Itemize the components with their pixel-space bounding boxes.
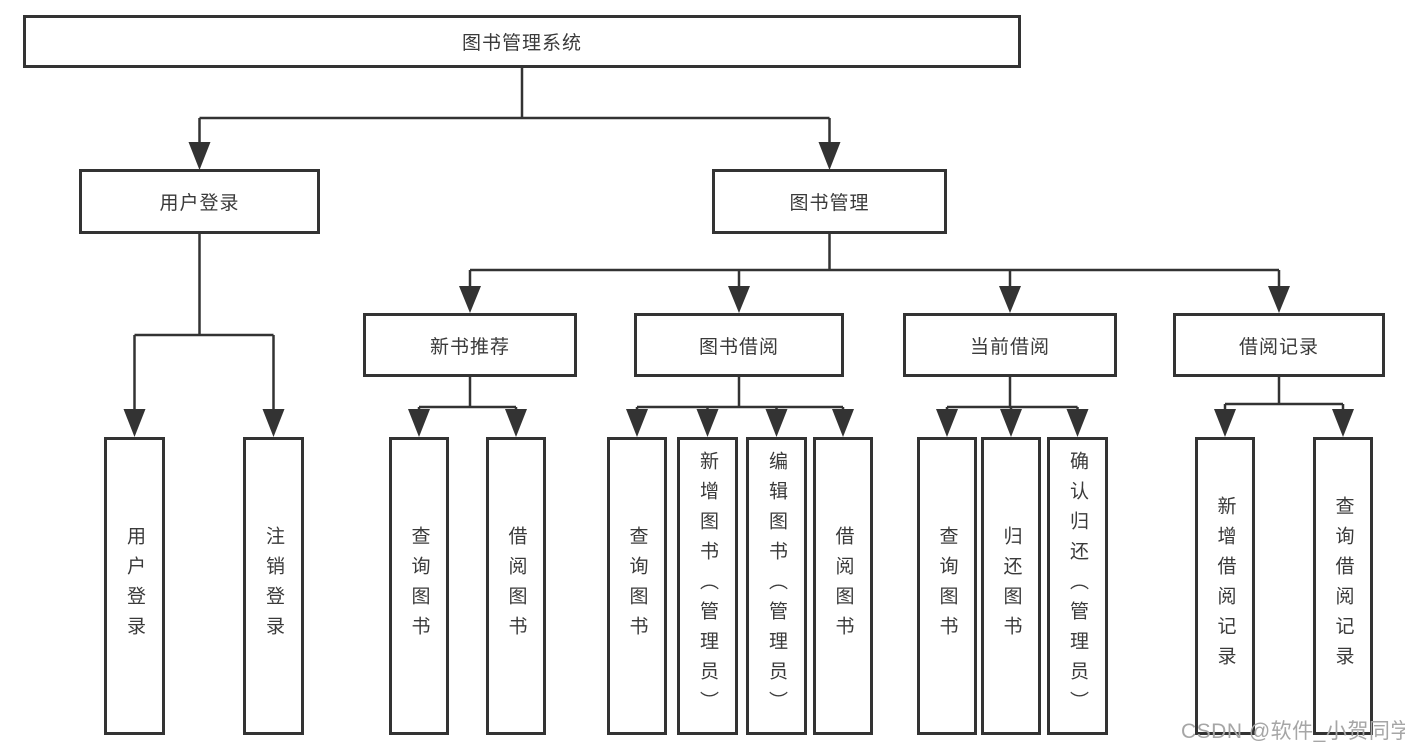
leaf-user-login: 用户登录 [104, 437, 165, 735]
arrowheads [123, 142, 1354, 437]
node-library-management-system: 图书管理系统 [23, 15, 1021, 68]
leaf-query-books-recommend: 查询图书 [389, 437, 449, 735]
node-label: 新书推荐 [429, 336, 510, 358]
node-label: 图书借阅 [698, 336, 779, 358]
leaf-return-books: 归还图书 [981, 437, 1041, 735]
leaf-add-books-admin: 新增图书（管理员） [677, 437, 738, 735]
node-label: 借阅图书 [832, 526, 854, 646]
leaf-query-books-current: 查询图书 [917, 437, 977, 735]
node-label: 查询图书 [408, 526, 430, 646]
node-label: 当前借阅 [969, 336, 1050, 358]
node-label: 归还图书 [1000, 526, 1022, 646]
node-label: 新增图书（管理员） [697, 451, 718, 721]
node-new-book-recommend: 新书推荐 [363, 313, 577, 377]
node-label: 用户登录 [124, 526, 145, 646]
leaf-edit-books-admin: 编辑图书（管理员） [746, 437, 807, 735]
node-current-borrowing: 当前借阅 [903, 313, 1117, 377]
leaf-logout: 注销登录 [243, 437, 304, 735]
node-label: 借阅图书 [505, 526, 527, 646]
node-label: 编辑图书（管理员） [766, 451, 787, 721]
node-label: 借阅记录 [1238, 336, 1319, 358]
node-label: 新增借阅记录 [1214, 496, 1236, 676]
leaf-borrow-books-borrowing: 借阅图书 [813, 437, 873, 735]
node-label: 用户登录 [159, 193, 240, 214]
leaf-borrow-books-recommend: 借阅图书 [486, 437, 546, 735]
leaf-query-borrow-record: 查询借阅记录 [1313, 437, 1373, 735]
leaf-add-borrow-record: 新增借阅记录 [1195, 437, 1255, 735]
node-label: 注销登录 [263, 526, 284, 646]
node-label: 查询借阅记录 [1332, 496, 1354, 676]
node-label: 查询图书 [936, 526, 958, 646]
leaf-query-books-borrowing: 查询图书 [607, 437, 667, 735]
node-label: 图书管理系统 [461, 33, 582, 54]
node-label: 确认归还（管理员） [1067, 451, 1088, 721]
node-user-login: 用户登录 [79, 169, 320, 234]
node-borrowing-records: 借阅记录 [1173, 313, 1385, 377]
node-book-borrowing: 图书借阅 [634, 313, 844, 377]
csdn-watermark: CSDN @软件_小贺同学 [1181, 720, 1405, 743]
node-label: 查询图书 [626, 526, 648, 646]
node-label: 图书管理 [789, 193, 870, 214]
node-book-management: 图书管理 [712, 169, 947, 234]
leaf-confirm-return-admin: 确认归还（管理员） [1047, 437, 1108, 735]
